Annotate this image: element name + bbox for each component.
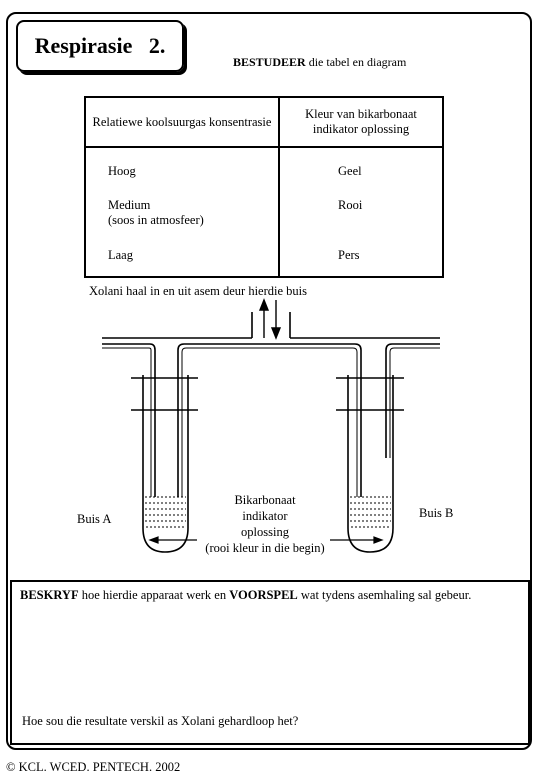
question-1: BESKRYF hoe hierdie apparaat werk en VOO… bbox=[20, 588, 471, 603]
co2-colour-table: Relatiewe koolsuurgas konsentrasie Kleur… bbox=[84, 96, 444, 278]
solution-label-line: (rooi kleur in die begin) bbox=[205, 541, 325, 555]
instruction-keyword: BESTUDEER bbox=[233, 55, 306, 69]
arrow-right-icon bbox=[373, 536, 384, 544]
question-text: hoe hierdie apparaat werk en bbox=[78, 588, 230, 602]
test-tube-a bbox=[142, 375, 189, 553]
table-cell-colour: Pers bbox=[338, 248, 360, 262]
page-frame bbox=[6, 12, 532, 750]
table-column-levels: Hoog Medium (soos in atmosfeer) Laag bbox=[84, 146, 280, 278]
table-cell-colour: Geel bbox=[338, 164, 362, 178]
arrow-left-icon bbox=[148, 536, 159, 544]
solution-label-line: indikator bbox=[242, 509, 288, 523]
breath-tube-label: Xolani haal in en uit asem deur hierdie … bbox=[89, 284, 307, 298]
table-header-co2: Relatiewe koolsuurgas konsentrasie bbox=[84, 96, 280, 148]
table-cell-level: Medium bbox=[108, 198, 151, 212]
arrow-down-icon bbox=[270, 327, 282, 340]
right-connector-inner bbox=[385, 343, 440, 458]
left-connector-wall bbox=[102, 347, 152, 497]
indicator-solution-a bbox=[145, 496, 186, 528]
middle-connector bbox=[177, 343, 362, 497]
question-keyword: BESKRYF bbox=[20, 588, 79, 602]
stopper-b bbox=[336, 377, 404, 411]
copyright-footer: © KCL. WCED. PENTECH. 2002 bbox=[6, 760, 181, 774]
question-box: BESKRYF hoe hierdie apparaat werk en VOO… bbox=[10, 580, 530, 745]
instruction-rest: die tabel en diagram bbox=[305, 55, 407, 69]
arrow-up-icon bbox=[258, 298, 270, 311]
question-text: wat tydens asemhaling sal gebeur. bbox=[297, 588, 472, 602]
table-cell-note: (soos in atmosfeer) bbox=[108, 213, 204, 227]
tube-b-label: Buis B bbox=[419, 506, 454, 520]
instruction-text: BESTUDEER die tabel en diagram bbox=[233, 55, 406, 70]
test-tube-b bbox=[347, 375, 394, 553]
table-cell-level: Hoog bbox=[108, 164, 136, 178]
solution-pointers bbox=[148, 536, 384, 544]
indicator-solution-b bbox=[350, 496, 391, 528]
question-keyword: VOORSPEL bbox=[229, 588, 298, 602]
tube-a-label: Buis A bbox=[77, 512, 112, 526]
breath-tube bbox=[251, 312, 291, 338]
solution-label-line: Bikarbonaat bbox=[234, 493, 296, 507]
right-connector-wall bbox=[389, 347, 440, 458]
question-2: Hoe sou die resultate verskil as Xolani … bbox=[22, 714, 299, 728]
page-title: Respirasie 2. bbox=[16, 20, 184, 72]
left-connector-inner bbox=[102, 343, 156, 497]
breath-arrows bbox=[258, 298, 282, 340]
table-header-colour: Kleur van bikarbonaat indikator oplossin… bbox=[278, 96, 444, 148]
table-cell-level: Laag bbox=[108, 248, 133, 262]
solution-label: Bikarbonaat indikator oplossing (rooi kl… bbox=[190, 492, 340, 556]
solution-label-line: oplossing bbox=[241, 525, 289, 539]
table-column-colours: Geel Rooi Pers bbox=[278, 146, 444, 278]
table-cell-colour: Rooi bbox=[338, 198, 363, 212]
middle-connector-inner-wall bbox=[181, 347, 358, 497]
stopper-a bbox=[131, 377, 198, 411]
